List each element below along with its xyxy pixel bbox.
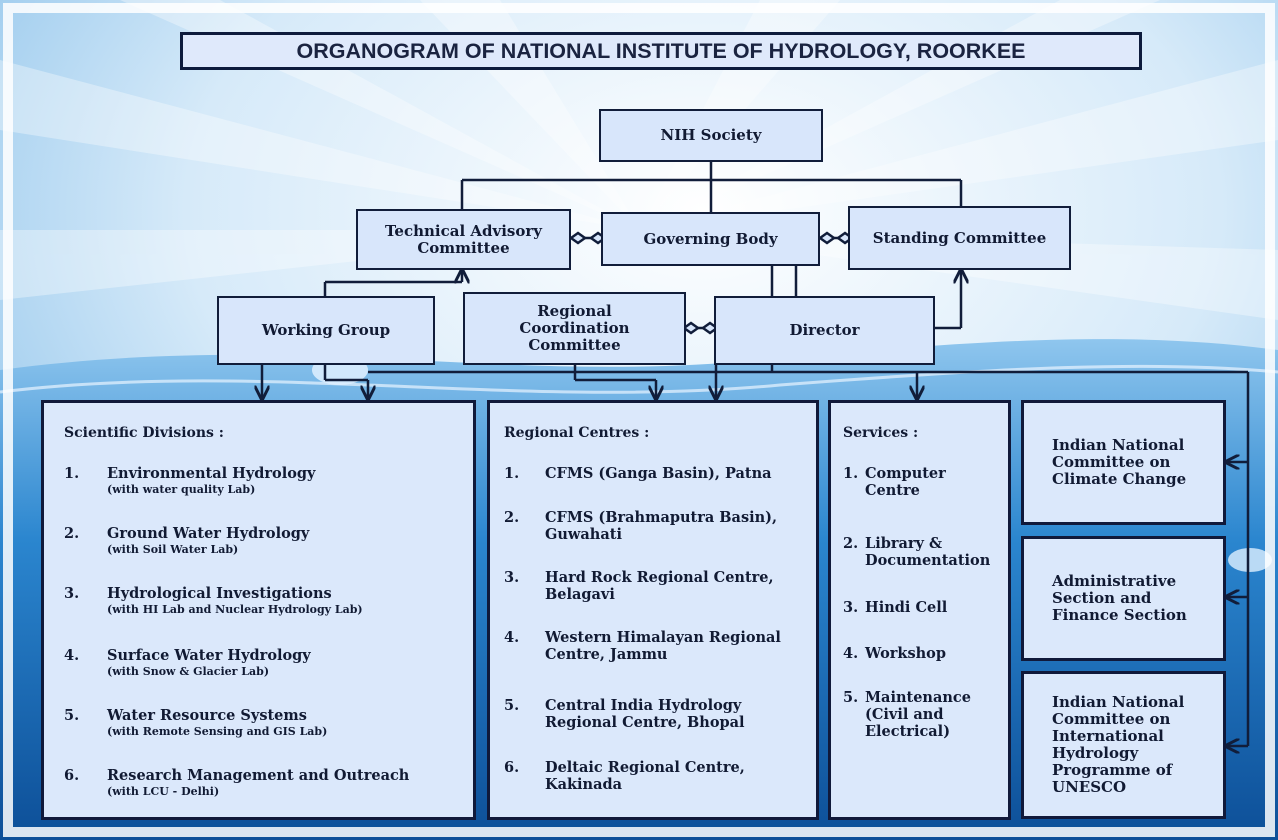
item-line: Centre, Jammu xyxy=(545,646,668,663)
item-number: 1. xyxy=(504,465,520,482)
item-line: Library & xyxy=(865,535,943,552)
item-line: Deltaic Regional Centre, xyxy=(545,759,745,776)
item-sub: (with Soil Water Lab) xyxy=(107,543,239,556)
rcc-line-1: Regional xyxy=(537,302,612,320)
node-standing-committee: Standing Committee xyxy=(848,206,1071,270)
item-line: Electrical) xyxy=(865,723,951,740)
item-line: Computer xyxy=(865,465,946,482)
box-line: Hydrology xyxy=(1052,744,1139,762)
box-line: Programme of xyxy=(1052,761,1173,779)
panel-scientific-divisions: Scientific Divisions : 1. Environmental … xyxy=(41,400,476,820)
item-line: Documentation xyxy=(865,552,991,569)
rcc-line-3: Committee xyxy=(528,336,621,354)
box-line: Indian National xyxy=(1052,436,1185,454)
node-working-group: Working Group xyxy=(217,296,435,365)
item-number: 3. xyxy=(504,569,520,586)
item-name: Surface Water Hydrology xyxy=(107,647,311,664)
item-line: Maintenance xyxy=(865,689,971,706)
rcc-line-2: Coordination xyxy=(519,319,630,337)
box-line: Administrative xyxy=(1052,572,1177,590)
item-number: 2. xyxy=(64,525,80,542)
item-number: 6. xyxy=(504,759,520,776)
item-sub: (with LCU - Delhi) xyxy=(107,785,220,798)
node-governing-body: Governing Body xyxy=(601,212,820,266)
item-sub: (with HI Lab and Nuclear Hydrology Lab) xyxy=(107,603,363,616)
item-name: Hydrological Investigations xyxy=(107,585,332,602)
services-heading: Services : xyxy=(843,425,919,441)
item-line: Belagavi xyxy=(545,586,615,603)
item-line: Hindi Cell xyxy=(865,599,948,616)
item-line: CFMS (Ganga Basin), Patna xyxy=(545,465,772,482)
item-number: 5. xyxy=(843,689,859,706)
item-name: Environmental Hydrology xyxy=(107,465,316,482)
box-line: Section and xyxy=(1052,589,1152,607)
box-line: Committee on xyxy=(1052,710,1171,728)
regional-heading: Regional Centres : xyxy=(504,425,650,441)
item-number: 1. xyxy=(64,465,80,482)
item-line: (Civil and xyxy=(865,706,944,723)
item-line: Hard Rock Regional Centre, xyxy=(545,569,774,586)
item-sub: (with water quality Lab) xyxy=(107,483,256,496)
item-line: CFMS (Brahmaputra Basin), xyxy=(545,509,778,526)
item-line: Centre xyxy=(865,482,920,499)
box-climate-change-committee: Indian National Committee on Climate Cha… xyxy=(1021,400,1226,525)
item-line: Workshop xyxy=(865,645,946,662)
item-number: 2. xyxy=(843,535,859,552)
box-administrative-finance-section: Administrative Section and Finance Secti… xyxy=(1021,536,1226,661)
box-line: UNESCO xyxy=(1052,778,1127,796)
item-name: Ground Water Hydrology xyxy=(107,525,310,542)
item-number: 3. xyxy=(843,599,859,616)
item-number: 5. xyxy=(64,707,80,724)
item-number: 3. xyxy=(64,585,80,602)
box-line: Finance Section xyxy=(1052,606,1187,624)
panel-regional-centres: Regional Centres : 1. CFMS (Ganga Basin)… xyxy=(487,400,819,820)
box-line: Indian National xyxy=(1052,693,1185,711)
box-unesco-hydrology-committee: Indian National Committee on Internation… xyxy=(1021,671,1226,819)
item-number: 4. xyxy=(64,647,80,664)
item-sub: (with Snow & Glacier Lab) xyxy=(107,665,270,678)
node-director: Director xyxy=(714,296,935,365)
item-name: Research Management and Outreach xyxy=(107,767,410,784)
box-line: International xyxy=(1052,727,1164,745)
item-number: 1. xyxy=(843,465,859,482)
item-line: Regional Centre, Bhopal xyxy=(545,714,745,731)
item-sub: (with Remote Sensing and GIS Lab) xyxy=(107,725,328,738)
box-line: Climate Change xyxy=(1052,470,1187,488)
tac-line-1: Technical Advisory xyxy=(384,221,542,240)
item-line: Western Himalayan Regional xyxy=(545,629,781,646)
item-line: Guwahati xyxy=(545,526,622,543)
scientific-heading: Scientific Divisions : xyxy=(64,425,224,441)
item-line: Central India Hydrology xyxy=(545,697,742,714)
item-number: 6. xyxy=(64,767,80,784)
item-number: 5. xyxy=(504,697,520,714)
page-title: ORGANOGRAM OF NATIONAL INSTITUTE OF HYDR… xyxy=(180,32,1142,70)
node-nih-society: NIH Society xyxy=(599,109,823,162)
tac-line-2: Committee xyxy=(417,238,510,257)
item-number: 2. xyxy=(504,509,520,526)
item-line: Kakinada xyxy=(545,776,623,793)
box-line: Committee on xyxy=(1052,453,1171,471)
item-number: 4. xyxy=(504,629,520,646)
item-name: Water Resource Systems xyxy=(107,707,307,724)
node-regional-coordination-committee: Regional Coordination Committee xyxy=(463,292,686,365)
node-technical-advisory-committee: Technical Advisory Committee xyxy=(356,209,571,270)
item-number: 4. xyxy=(843,645,859,662)
